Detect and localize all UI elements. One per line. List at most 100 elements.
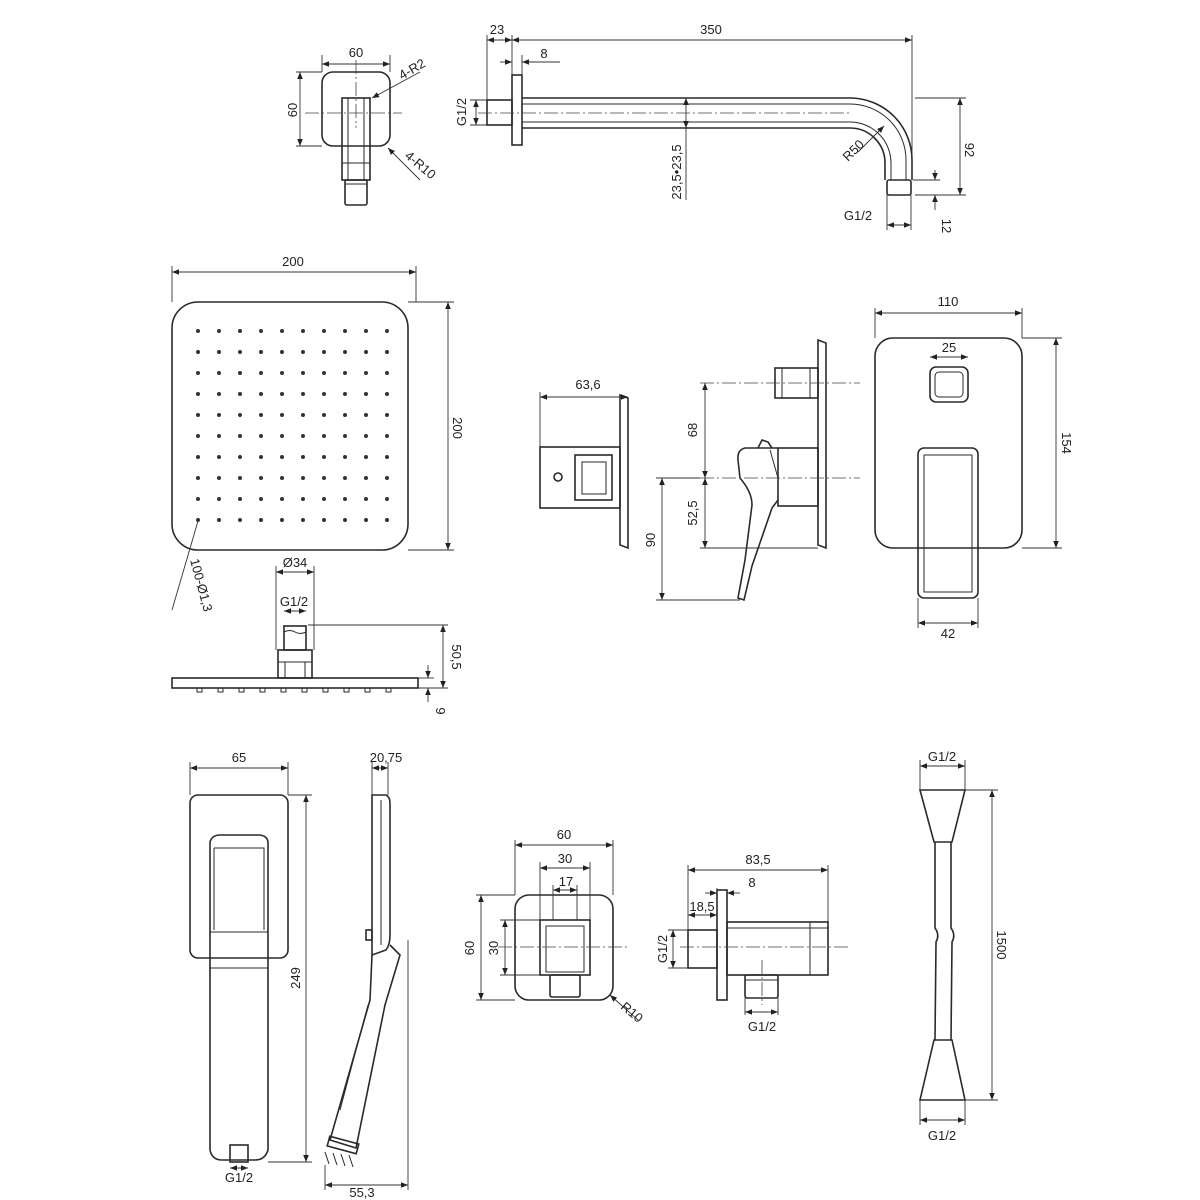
nozzle-tip xyxy=(259,687,266,693)
dim-inner: 30 xyxy=(558,851,572,866)
nozzle-dot xyxy=(385,455,389,459)
nozzle-dot xyxy=(322,476,326,480)
dim-handle: 90 xyxy=(643,533,658,547)
nozzle-tip xyxy=(280,687,287,693)
nozzle-dot xyxy=(322,455,326,459)
nozzle-dot xyxy=(343,350,347,354)
nozzle-dot xyxy=(364,350,368,354)
dim-handle: 42 xyxy=(941,626,955,641)
dim-width: 200 xyxy=(282,254,304,269)
nozzle-dot xyxy=(238,455,242,459)
nozzle-dot xyxy=(280,434,284,438)
nozzle-tip xyxy=(196,687,203,693)
dim-drop: 92 xyxy=(962,143,977,157)
nozzle-dot xyxy=(217,476,221,480)
dim-height: 50,5 xyxy=(449,644,464,669)
rain-head-top-view: 200 200 100-Ø1,3 xyxy=(171,254,465,613)
wall-outlet-side-view: 83,5 8 18,5 G1/2 G1/2 xyxy=(655,852,848,1034)
nozzle-dot xyxy=(280,497,284,501)
nozzle-dot xyxy=(259,413,263,417)
nozzle-dot xyxy=(343,476,347,480)
nozzle-dot xyxy=(259,497,263,501)
dim-flange: 8 xyxy=(748,875,755,890)
dim-length: 350 xyxy=(700,22,722,37)
nozzle-dot xyxy=(259,455,263,459)
nozzle-dot xyxy=(280,350,284,354)
nozzle-dot xyxy=(301,455,305,459)
dim-width: 65 xyxy=(232,750,246,765)
nozzle-dot xyxy=(364,392,368,396)
nozzle-tip xyxy=(217,687,224,693)
mixer-side-view: 63,6 xyxy=(539,377,629,550)
nozzle-dot xyxy=(322,497,326,501)
nozzle-tip xyxy=(238,687,245,693)
dim-length: 1500 xyxy=(994,931,1009,960)
dim-bend-radius: R50 xyxy=(840,137,867,164)
mixer-front-view: 110 25 154 42 xyxy=(874,294,1074,641)
dim-width: 60 xyxy=(349,45,363,60)
dim-height: 60 xyxy=(285,103,300,117)
nozzle-dot xyxy=(238,350,242,354)
nozzle-dot xyxy=(238,497,242,501)
nozzle-dot xyxy=(385,350,389,354)
nozzle-tip xyxy=(343,687,350,693)
rain-head-side-view: Ø34 G1/2 50,5 9 xyxy=(171,555,464,715)
nozzle-dot xyxy=(322,518,326,522)
dim-connector-diameter: Ø34 xyxy=(283,555,308,570)
dim-thread-bottom: G1/2 xyxy=(748,1019,776,1034)
nozzle-dot xyxy=(280,392,284,396)
dim-head: 20,75 xyxy=(370,750,403,765)
nozzle-dot xyxy=(322,413,326,417)
nozzle-dot xyxy=(259,434,263,438)
nozzle-dot xyxy=(238,518,242,522)
hand-shower-side-view: 20,75 55,3 xyxy=(324,750,409,1200)
nozzle-dot xyxy=(343,392,347,396)
dim-inner-height: 30 xyxy=(486,941,501,955)
nozzle-dot xyxy=(196,350,200,354)
nozzle-dot xyxy=(385,413,389,417)
nozzle-dot xyxy=(301,392,305,396)
dim-depth: 63,6 xyxy=(575,377,600,392)
nozzle-grid xyxy=(196,329,389,522)
dim-depth: 55,3 xyxy=(349,1185,374,1200)
nozzle-dot xyxy=(385,497,389,501)
dim-tip: 12 xyxy=(939,219,954,233)
dim-thread-head: G1/2 xyxy=(844,208,872,223)
dim-tube: 23,5•23,5 xyxy=(669,144,684,199)
nozzle-dot xyxy=(217,392,221,396)
nozzle-dot xyxy=(280,413,284,417)
dim-corner-small: 4-R2 xyxy=(396,56,428,83)
nozzle-dot xyxy=(238,392,242,396)
nozzle-dot xyxy=(280,476,284,480)
nozzle-dot xyxy=(280,518,284,522)
nozzle-dot xyxy=(196,392,200,396)
nozzle-dot xyxy=(280,329,284,333)
nozzle-dot xyxy=(322,434,326,438)
nozzle-dot xyxy=(385,476,389,480)
nozzle-dot xyxy=(385,434,389,438)
wall-connector-view: 60 60 4-R2 4-R10 xyxy=(285,45,439,206)
nozzle-dot xyxy=(259,371,263,375)
dim-nozzles: 100-Ø1,3 xyxy=(187,557,216,613)
nozzle-dot xyxy=(343,413,347,417)
nozzle-dot xyxy=(364,497,368,501)
nozzle-dot xyxy=(322,392,326,396)
nozzle-dot xyxy=(301,371,305,375)
nozzle-dot xyxy=(259,350,263,354)
dim-height: 154 xyxy=(1059,432,1074,454)
nozzle-dot xyxy=(301,476,305,480)
dim-upper: 68 xyxy=(685,423,700,437)
dim-lower: 52,5 xyxy=(685,500,700,525)
nozzle-dot xyxy=(301,518,305,522)
dim-corner-large: 4-R10 xyxy=(402,148,439,182)
dim-thread-bottom: G1/2 xyxy=(928,1128,956,1143)
nozzle-dot xyxy=(196,455,200,459)
dim-plate: 9 xyxy=(433,707,448,714)
nozzle-tip xyxy=(301,687,308,693)
nozzle-tip xyxy=(385,687,392,693)
nozzle-dot xyxy=(385,371,389,375)
dim-length: 249 xyxy=(288,967,303,989)
nozzle-dot xyxy=(364,329,368,333)
nozzle-tip xyxy=(364,687,371,693)
